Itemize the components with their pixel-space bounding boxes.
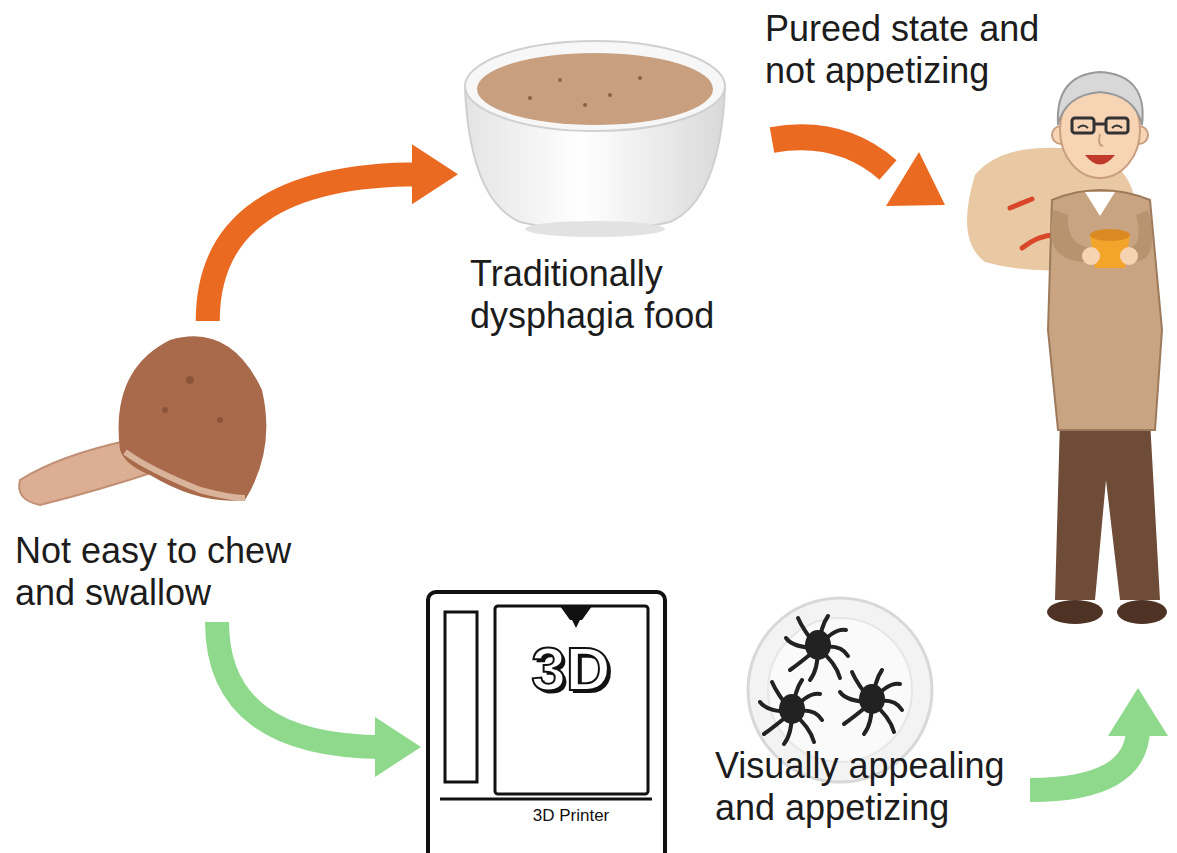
caption-node: Traditionally dysphagia food (462, 38, 739, 341)
mushroom-picture (19, 336, 266, 505)
text-slot: Visually appealing and appetizing (715, 745, 1025, 829)
text-slot: Not easy to chew and swallow (15, 530, 315, 614)
flow-arrow (1030, 688, 1168, 790)
elderly-man (1047, 600, 1103, 624)
elderly-man (1085, 155, 1115, 165)
text-slot: 3D (531, 634, 610, 704)
flow-arrow (772, 137, 888, 170)
elderly-man (1090, 229, 1130, 241)
printer-picture (560, 606, 592, 620)
flow-arrow (886, 152, 945, 206)
elderly-man (1048, 190, 1162, 430)
elderly-man (1094, 123, 1106, 126)
printer-picture (572, 620, 580, 628)
bowl-picture (465, 41, 725, 131)
printer-picture (428, 592, 665, 853)
printer-picture (445, 612, 477, 782)
bowl-picture (525, 221, 665, 237)
elderly-man (1099, 134, 1103, 146)
mushroom-picture (217, 417, 223, 423)
arrow-caption: Pureed state and not appetizing (765, 8, 1065, 92)
bowl-picture (558, 78, 562, 82)
elderly-man (1082, 247, 1100, 265)
mushroom-picture (162, 407, 168, 413)
text-slot: 3D Printer (533, 806, 610, 826)
plate-picture (760, 680, 822, 744)
bowl-picture (477, 53, 713, 125)
bowl-picture (608, 93, 612, 97)
arrow-shaft (217, 622, 384, 747)
caption: Traditionally dysphagia food (470, 253, 735, 337)
arrow-shaft (208, 174, 421, 321)
caption: Not easy to chew and swallow (15, 530, 315, 614)
flow-arrow (208, 144, 458, 321)
printer-picture (428, 592, 665, 853)
flow-arrow (1030, 728, 1138, 790)
printer-label: 3D Printer (533, 806, 610, 826)
arrow-head (375, 717, 421, 777)
printer-picture (440, 798, 652, 801)
arrow-head (412, 144, 458, 204)
elderly-man (1085, 192, 1115, 216)
flow-arrow (772, 137, 945, 206)
bowl-picture (638, 76, 642, 80)
text-slot: Pureed state and not appetizing (765, 8, 1065, 92)
elderly-man (1055, 420, 1160, 600)
mushroom-picture (119, 336, 267, 500)
bowl-picture (528, 96, 532, 100)
bowl-picture (583, 103, 587, 107)
caption-node: Visually appealing and appetizing (712, 595, 1029, 833)
elderly-man (1078, 126, 1122, 129)
elderly-man (1047, 72, 1167, 624)
text-slot: Traditionally dysphagia food (470, 253, 735, 337)
printer-picture (495, 606, 648, 794)
printer-logo: 3D (531, 634, 610, 704)
plate-picture (840, 670, 902, 734)
elderly-man (1117, 600, 1167, 624)
plate-picture (786, 616, 848, 680)
caption: Visually appealing and appetizing (715, 745, 1025, 829)
mushroom-picture (125, 452, 245, 498)
elderly-man (1058, 72, 1143, 125)
flow-arrow (217, 622, 421, 777)
printer-node: 3D 3D Printer (425, 588, 668, 853)
flow-arrow (1108, 688, 1168, 736)
caption-node: Not easy to chew and swallow (10, 325, 319, 618)
elderly-man (1120, 247, 1138, 265)
mushroom-picture (186, 376, 194, 384)
bowl-picture (465, 41, 725, 237)
